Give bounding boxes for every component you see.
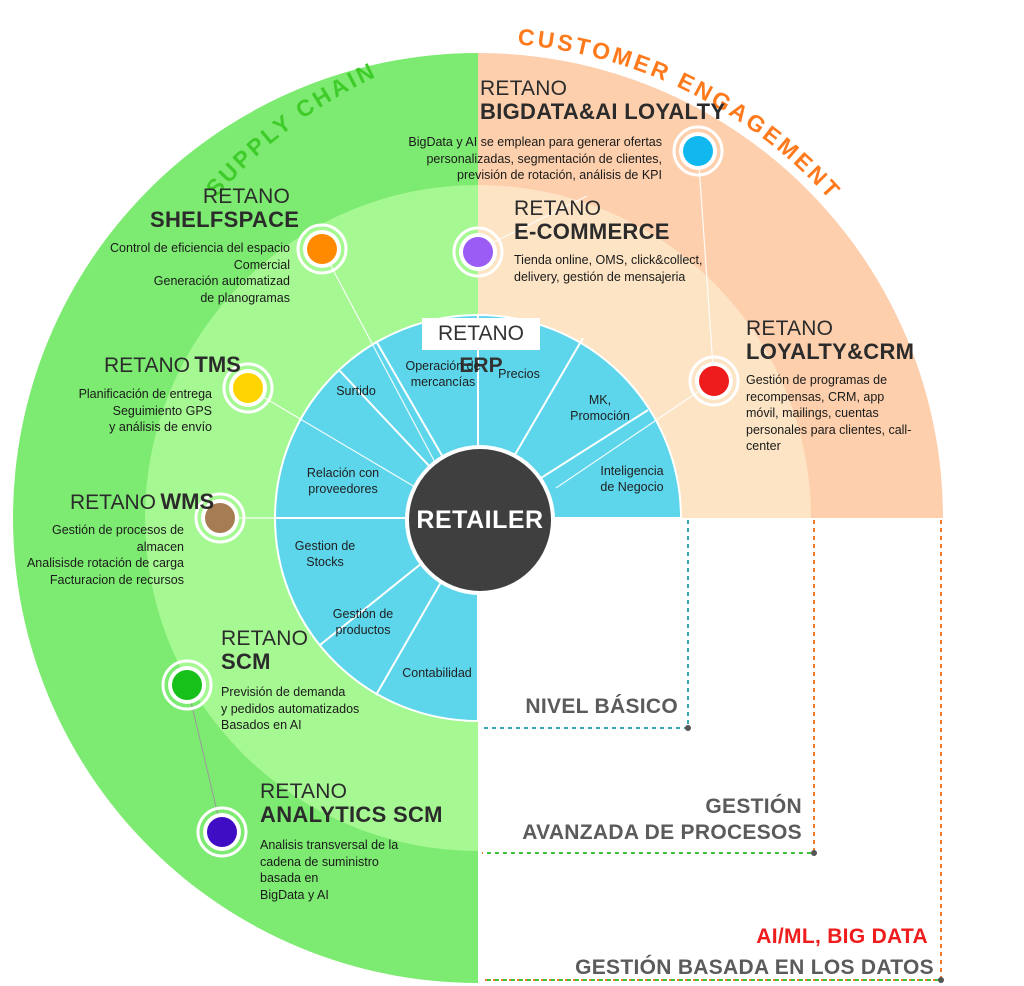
desc-line: Basados en AI [221,718,302,732]
product-ecommerce-description: Tienda online, OMS, click&collect, deliv… [514,252,724,285]
erp-module-contabilidad[interactable]: Contabilidad [402,666,472,680]
product-brand: RETANO [221,627,309,650]
level-advanced-line1: GESTIÓN [705,795,802,818]
product-analytics-title[interactable]: RETANO ANALYTICS SCM [260,780,443,828]
desc-line: BigData y AI [260,887,329,902]
product-name: BIGDATA&AI LOYALTY [480,99,726,125]
desc-line: Gestión de programas de [746,373,888,387]
product-brand: RETANO [104,354,190,377]
product-wms-title[interactable]: RETANO WMS [70,490,214,514]
erp-title: RETANO ERP [422,318,540,377]
yellow-dot-icon[interactable] [222,362,274,414]
desc-line: móvil, mailings, cuentas [746,406,879,420]
desc-line: delivery, gestión de mensajeria [514,269,686,284]
product-name: ANALYTICS SCM [260,802,443,828]
light-blue-dot-icon[interactable] [672,125,724,177]
level-guides [482,520,942,981]
product-name: SCM [221,649,271,675]
green-dot-icon[interactable] [161,659,213,711]
product-bigdata-description: BigData y AI se emplean para generar ofe… [380,134,662,184]
desc-line: Seguimiento GPS [112,403,212,418]
product-brand: RETANO [480,77,568,100]
indigo-dot-icon[interactable] [196,806,248,858]
desc-line: Analisis transversal de la [260,838,399,852]
product-bigdata-title[interactable]: RETANO BIGDATA&AI LOYALTY [480,77,726,125]
product-tms-description: Planificación de entrega Seguimiento GPS… [40,386,212,436]
product-wms-description: Gestión de procesos de almacen Analisisd… [10,522,184,588]
erp-module-inteligencia[interactable]: Inteligencia de Negocio [600,464,664,495]
desc-line: Previsión de demanda [221,685,346,699]
product-brand: RETANO [260,780,348,803]
desc-line: y análisis de envío [109,420,212,434]
erp-title-brand: RETANO [438,322,524,345]
desc-line: Gestión de procesos de [51,523,184,537]
erp-module-productos[interactable]: Gestión de productos [332,607,394,638]
product-brand: RETANO [514,197,602,220]
product-loyalty-description: Gestión de programas de recompensas, CRM… [746,372,926,455]
desc-line: Comercial [233,257,290,272]
orange-dot-icon[interactable] [296,223,348,275]
retailer-center-circle [405,445,555,595]
level-data-ai-label: AI/ML, BIG DATA [756,925,928,948]
desc-line: BigData y AI se emplean para generar ofe… [408,135,662,149]
desc-line: cadena de suministro [260,854,379,869]
level-guide-endpoints [685,725,944,983]
product-ecommerce-title[interactable]: RETANO E-COMMERCE [514,197,670,245]
connector-lines [220,150,715,519]
retailer-center-label: RETAILER [416,506,544,534]
purple-dot-icon[interactable] [452,226,504,278]
level-advanced-line2: AVANZADA DE PROCESOS [522,821,802,845]
product-name: SHELFSPACE [150,207,300,233]
product-scm-title[interactable]: RETANO SCM [221,627,309,675]
product-loyalty-title[interactable]: RETANO LOYALTY&CRM [746,317,915,365]
product-brand: RETANO [202,185,290,208]
desc-line: Generación automatizad [153,274,290,288]
product-tms-title[interactable]: RETANO TMS [104,353,241,377]
erp-title-name: ERP [459,354,503,377]
desc-line: Control de eficiencia del espacio [110,241,290,255]
product-name: TMS [194,352,241,377]
desc-line: y pedidos automatizados [221,701,360,716]
desc-line: Tienda online, OMS, click&collect, [514,253,703,267]
brown-dot-icon[interactable] [194,492,246,544]
product-brand: RETANO [70,491,156,514]
level-advanced-label: GESTIÓN AVANZADA DE PROCESOS [486,794,802,847]
product-brand: RETANO [746,317,834,340]
desc-line: Analisisde rotación de carga [26,556,184,570]
desc-line: de planogramas [200,290,290,305]
desc-line: Planificación de entrega [78,387,212,401]
erp-module-promocion[interactable]: MK, Promoción [570,393,630,424]
desc-line: previsión de rotación, análisis de KPI [457,168,662,182]
product-scm-description: Previsión de demanda y pedidos automatiz… [221,684,381,734]
product-name: E-COMMERCE [514,219,670,245]
red-dot-icon[interactable] [688,355,740,407]
erp-module-precios[interactable]: Precios [498,367,540,381]
desc-line: personales para clientes, call- [746,422,912,437]
desc-line: basada en [260,871,319,885]
erp-module-operacion[interactable]: Operación de mercancías [405,359,481,390]
desc-line: personalizadas, segmentación de clientes… [426,151,662,166]
desc-line: almacen [136,539,184,554]
erp-module-proveedores[interactable]: Relación con proveedores [306,466,380,497]
desc-line: center [746,439,781,453]
erp-module-stocks[interactable]: Gestion de Stocks [294,539,356,570]
erp-module-surtido[interactable]: Surtido [336,384,376,398]
desc-line: Facturacion de recursos [49,572,184,587]
product-shelfspace-description: Control de eficiencia del espacio Comerc… [90,240,290,306]
product-name: WMS [160,489,215,514]
product-analytics-description: Analisis transversal de la cadena de sum… [260,837,420,903]
product-name: LOYALTY&CRM [746,339,915,365]
level-data-driven-label: GESTIÓN BASADA EN LOS DATOS [575,956,934,979]
level-basic-label: NIVEL BÁSICO [525,695,678,718]
desc-line: recompensas, CRM, app [746,389,885,404]
product-shelfspace-title[interactable]: RETANO SHELFSPACE [150,185,300,233]
